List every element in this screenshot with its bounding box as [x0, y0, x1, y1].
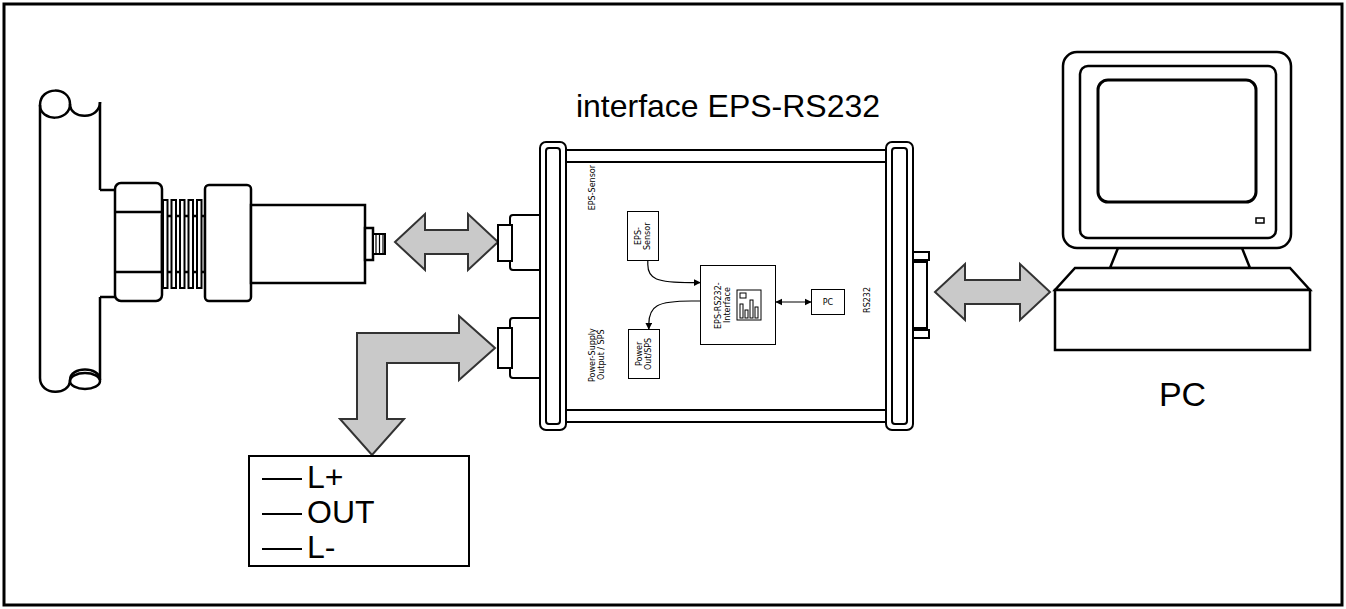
box-label: EPS-RS232-Interface: [714, 278, 732, 333]
cooling-fin: [163, 200, 168, 288]
pressure-sensor: [115, 183, 385, 301]
chip-icon: [736, 289, 762, 321]
thread-line: [375, 235, 376, 253]
box-label: EPS-Sensor: [634, 218, 652, 254]
module-box: EPS-Sensor: [627, 211, 659, 261]
outer-frame: [4, 4, 1342, 605]
computer: PC: [1050, 45, 1315, 420]
thread-line: [382, 235, 383, 253]
box-heading: interface EPS-RS232: [521, 88, 935, 125]
signal-name: OUT: [250, 495, 468, 530]
port-label: RS232: [863, 287, 872, 313]
double-arrow: [395, 214, 498, 270]
block-arrow: [935, 264, 1050, 320]
pipe: [40, 91, 115, 392]
signal-name: L-: [250, 530, 468, 565]
block-arrow: [340, 316, 495, 455]
signal-arrow: [776, 301, 811, 302]
signal-arrow: [648, 261, 700, 283]
signal-name: L+: [250, 460, 468, 495]
interface-housing: [498, 142, 929, 430]
signal-arrow: [649, 301, 700, 329]
port-label: EPS-Sensor: [588, 165, 597, 210]
cooling-fin: [189, 200, 194, 288]
module-box: Power Out/SPS: [628, 329, 660, 379]
box-label: Power Out/SPS: [635, 334, 653, 374]
module-box: PC: [811, 289, 845, 315]
port-label: Power-Supply Output / SPS: [588, 323, 606, 387]
interface-box: interface EPS-RS232EPS-SensorEPS-RS232-I…: [495, 142, 935, 430]
module-box: EPS-RS232-Interface: [700, 265, 776, 345]
box-label: PC: [1050, 375, 1315, 414]
cooling-fin: [172, 200, 177, 288]
cooling-fin: [180, 200, 185, 288]
computer-illustration: [1055, 52, 1310, 350]
terminal-box: L+OUTL-: [248, 455, 470, 567]
cooling-fin: [197, 200, 202, 288]
thread-line: [379, 235, 380, 253]
box-label: PC: [823, 298, 833, 307]
